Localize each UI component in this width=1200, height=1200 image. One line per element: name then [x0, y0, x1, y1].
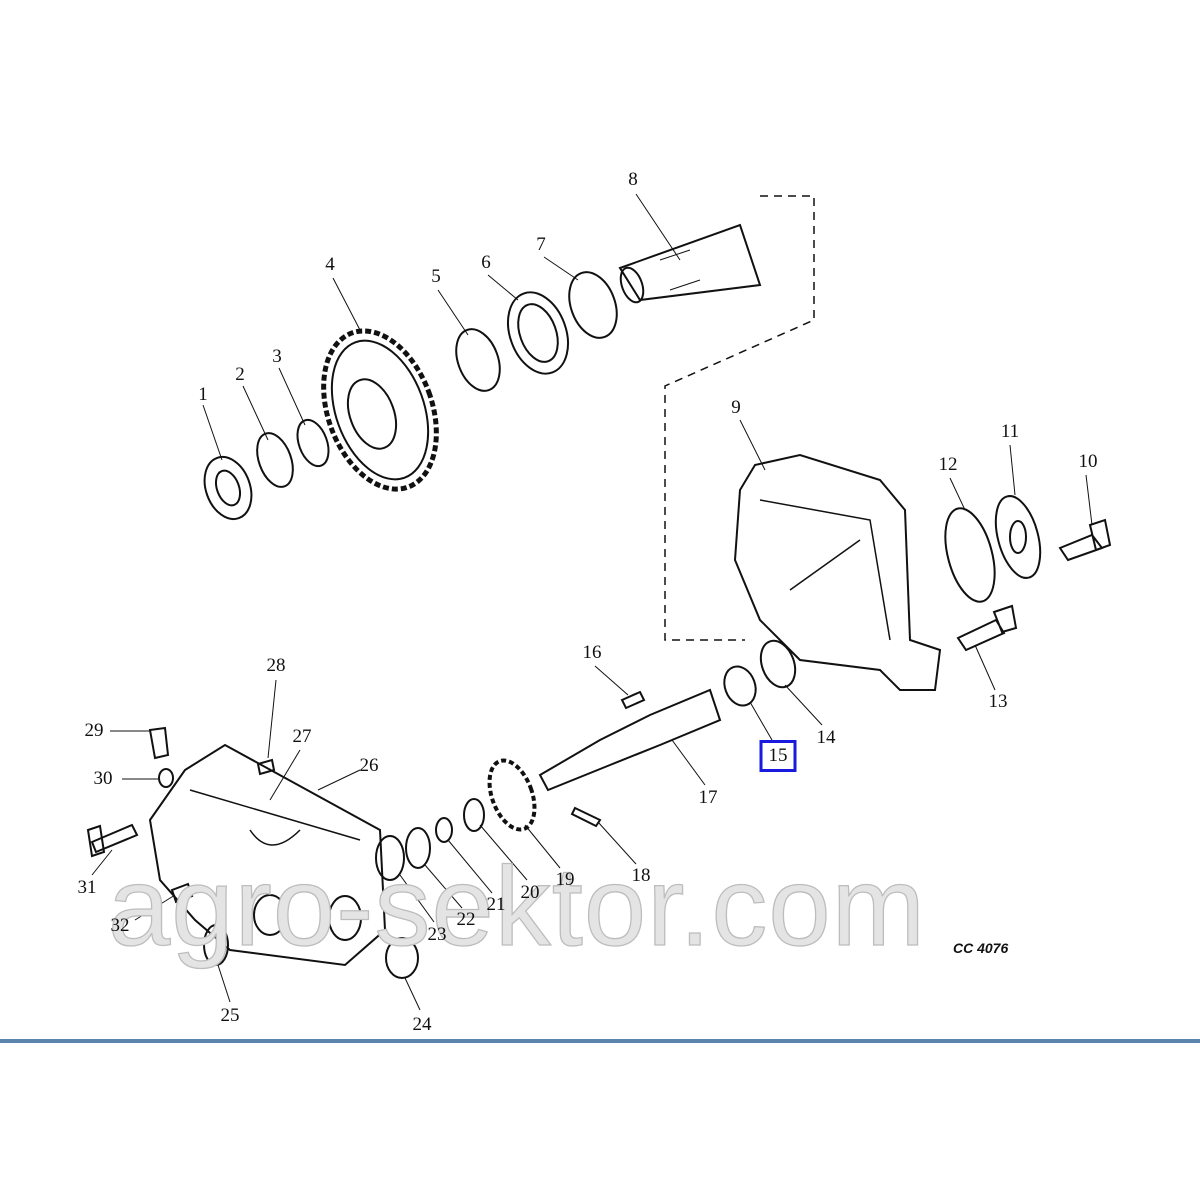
part-28-plug [256, 758, 276, 776]
part-8-shaft [618, 223, 762, 304]
part-13-bolt [956, 604, 1018, 652]
part-label-26[interactable]: 26 [359, 755, 379, 776]
part-label-9[interactable]: 9 [731, 397, 741, 418]
part-1-bearing-race [203, 456, 253, 520]
part-label-28[interactable]: 28 [266, 655, 286, 676]
part-21-nut [435, 817, 453, 843]
part-label-7[interactable]: 7 [536, 234, 546, 255]
part-7-seal [568, 271, 618, 339]
part-label-15-highlighted[interactable]: 15 [759, 740, 797, 772]
part-10-bolt [1058, 518, 1112, 562]
part-label-29[interactable]: 29 [84, 720, 104, 741]
part-2-roller-bearing [256, 432, 294, 488]
part-12-gasket [944, 507, 996, 603]
watermark: agro-sektor.com [107, 843, 926, 969]
part-16-key [620, 690, 646, 710]
part-31-bolt [86, 823, 139, 858]
part-4-gear [321, 328, 439, 492]
part-5-bearing [455, 328, 501, 392]
part-label-8[interactable]: 8 [628, 169, 638, 190]
part-label-31[interactable]: 31 [77, 877, 97, 898]
part-15-bearing [723, 665, 757, 707]
part-label-32[interactable]: 32 [110, 915, 130, 936]
part-label-22[interactable]: 22 [456, 909, 476, 930]
drawing-code: CC 4076 [953, 940, 1009, 956]
part-9-housing [733, 453, 942, 691]
part-label-25[interactable]: 25 [220, 1005, 240, 1026]
part-26-cover [148, 743, 387, 967]
part-29-fitting [148, 726, 170, 760]
part-3-ring [296, 418, 330, 468]
part-label-19[interactable]: 19 [555, 869, 575, 890]
part-label-18[interactable]: 18 [631, 865, 651, 886]
part-11-plate [994, 495, 1042, 579]
part-32-plug [170, 882, 194, 904]
part-label-4[interactable]: 4 [325, 254, 335, 275]
part-25-seal [203, 924, 229, 966]
part-label-17[interactable]: 17 [698, 787, 718, 808]
part-18-pin [570, 806, 602, 828]
part-19-bevel-gear [487, 758, 537, 832]
part-23-cup [375, 835, 405, 881]
assembly-guide-dashed [664, 195, 815, 641]
part-17-pinion-shaft [538, 688, 722, 792]
part-label-10[interactable]: 10 [1078, 451, 1098, 472]
part-label-2[interactable]: 2 [235, 364, 245, 385]
part-label-11[interactable]: 11 [1000, 421, 1020, 442]
part-label-3[interactable]: 3 [272, 346, 282, 367]
part-label-27[interactable]: 27 [292, 726, 312, 747]
part-label-16[interactable]: 16 [582, 642, 602, 663]
leader-lines [91, 193, 1093, 1011]
part-6-cup [507, 291, 569, 375]
part-20-washer [463, 798, 485, 832]
divider-rule [0, 1039, 1200, 1043]
part-24-plug [385, 937, 419, 979]
part-label-5[interactable]: 5 [431, 266, 441, 287]
part-label-6[interactable]: 6 [481, 252, 491, 273]
part-label-13[interactable]: 13 [988, 691, 1008, 712]
part-label-30[interactable]: 30 [93, 768, 113, 789]
part-label-23[interactable]: 23 [427, 924, 447, 945]
part-30-nut [158, 768, 174, 788]
part-22-bearing [405, 827, 431, 869]
part-label-21[interactable]: 21 [486, 894, 506, 915]
part-label-20[interactable]: 20 [520, 882, 540, 903]
part-14-seal [759, 639, 797, 689]
part-label-24[interactable]: 24 [412, 1014, 432, 1035]
part-label-14[interactable]: 14 [816, 727, 836, 748]
part-label-12[interactable]: 12 [938, 454, 958, 475]
part-label-1[interactable]: 1 [198, 384, 208, 405]
